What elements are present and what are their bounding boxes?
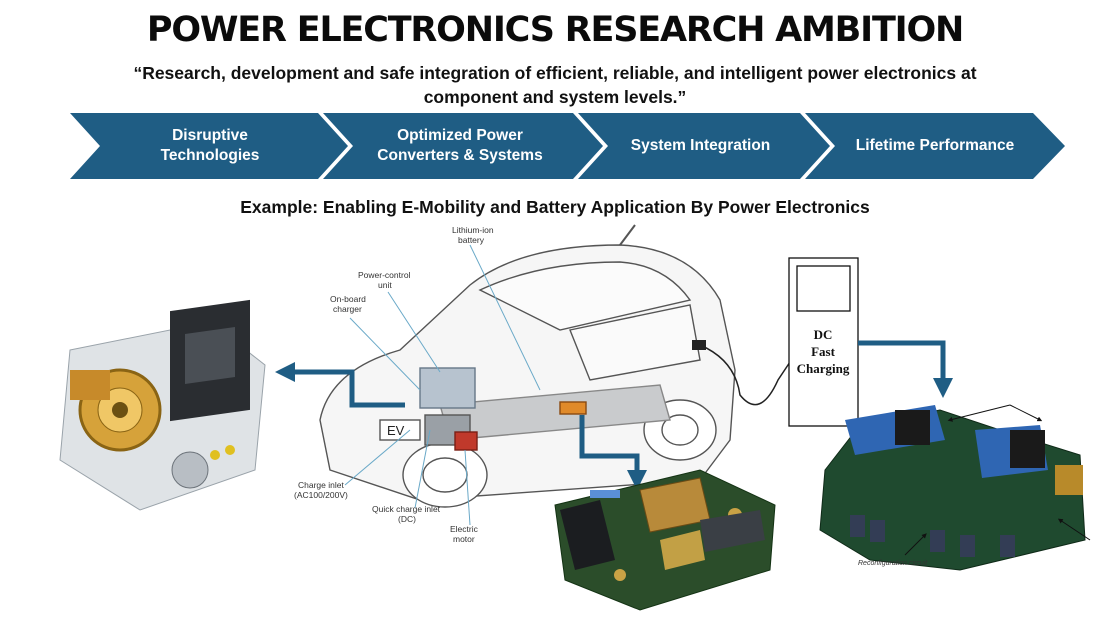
page-title: POWER ELECTRONICS RESEARCH AMBITION xyxy=(146,10,964,50)
electric-drive-unit-image xyxy=(59,299,266,511)
step-label-4: Lifetime Performance xyxy=(855,137,1015,154)
svg-text:(DC): (DC) xyxy=(398,514,416,524)
board-caption: Reconfiguration circuit xyxy=(858,560,928,567)
svg-text:battery: battery xyxy=(458,235,485,245)
chevron-4 xyxy=(805,113,1065,179)
label-power-control-unit: Power-control xyxy=(358,270,411,280)
charger-screen xyxy=(796,265,851,312)
svg-text:charger: charger xyxy=(333,304,362,314)
car-callout-lines xyxy=(344,244,541,526)
charger-label-line-1: DC xyxy=(814,327,833,342)
svg-text:(AC100/200V): (AC100/200V) xyxy=(294,490,348,500)
svg-text:unit: unit xyxy=(378,280,392,290)
reconfiguration-board-image: Reconfiguration circuit xyxy=(819,404,1091,571)
car-labels: Lithium-ion battery Power-control unit O… xyxy=(294,225,494,544)
dc-fast-charger: DC Fast Charging xyxy=(788,257,859,427)
electric-car-diagram xyxy=(319,224,736,508)
chevron-2 xyxy=(323,113,603,179)
charger-label-line-3: Charging xyxy=(797,361,850,376)
arrow-to-converter-board xyxy=(579,415,647,490)
chevron-3 xyxy=(578,113,830,179)
label-quick-charge-inlet: Quick charge inlet xyxy=(372,504,441,514)
label-electric-motor: Electric xyxy=(450,524,479,534)
charger-label-line-2: Fast xyxy=(811,344,836,359)
converter-board-image xyxy=(554,469,776,611)
arrow-to-reconfiguration-board xyxy=(858,340,953,398)
process-chevrons xyxy=(70,113,1065,179)
emobility-illustration: EV Lithium-ion battery Power-control uni… xyxy=(59,224,1091,611)
example-heading: Example: Enabling E-Mobility and Battery… xyxy=(240,197,870,217)
chevron-1 xyxy=(70,113,348,179)
arrow-to-edrive xyxy=(275,362,405,408)
charging-plug xyxy=(692,340,706,350)
svg-text:motor: motor xyxy=(453,534,475,544)
step-label-3: System Integration xyxy=(630,137,771,154)
label-onboard-charger: On-board xyxy=(330,294,366,304)
mission-quote: “Research, development and safe integrat… xyxy=(40,61,1070,109)
ev-plate-text: EV xyxy=(387,423,405,438)
charging-cable xyxy=(699,344,791,406)
label-charge-inlet: Charge inlet xyxy=(298,480,344,490)
label-battery: Lithium-ion xyxy=(452,225,494,235)
quote-line-2: component and system levels.” xyxy=(423,87,687,107)
quote-line-1: “Research, development and safe integrat… xyxy=(133,63,977,83)
